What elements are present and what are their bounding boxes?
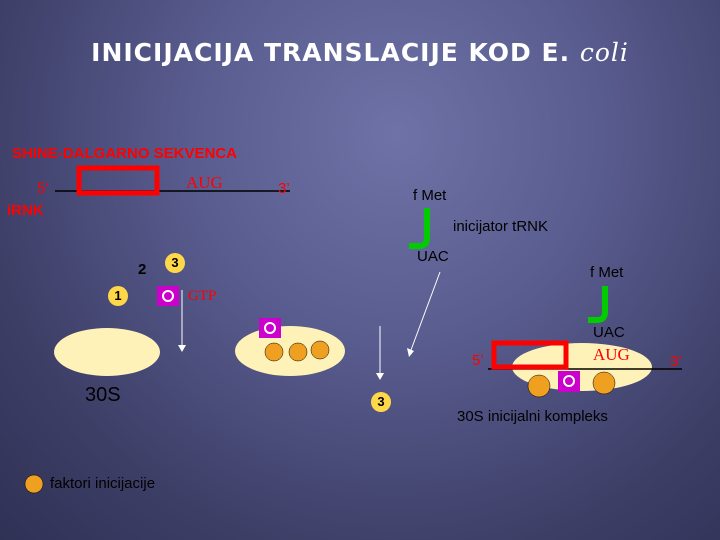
step-three-marker-bottom: 3	[371, 392, 391, 412]
trna-anticodon: UAC	[417, 248, 449, 265]
gtp-square	[157, 286, 179, 306]
trna-label: inicijator tRNK	[453, 218, 549, 235]
gtp-circle	[162, 290, 174, 302]
complex-five-prime: 5’	[472, 352, 484, 369]
arrow-head-3	[407, 348, 414, 357]
step-one-marker: 1	[108, 286, 128, 306]
shine-dalgarno-label: SHINE-DALGARNO SEKVENCA	[12, 145, 238, 162]
arrow-line-3	[410, 271, 441, 351]
complex-label: 30S inicijalni kompleks	[457, 408, 608, 425]
trna-stem	[409, 208, 430, 249]
mrna-three-prime: 3’	[278, 180, 290, 197]
subunit-label: 30S	[85, 384, 121, 406]
gtp-label: GTP	[188, 288, 217, 304]
shine-dalgarno-box	[76, 165, 160, 196]
factor-dot-c	[310, 340, 330, 360]
legend-label: faktori inicijacije	[50, 475, 156, 492]
complex-factor-dot-a	[527, 374, 551, 398]
mrna-label: iRNK	[7, 202, 44, 219]
mrna-five-prime: 5’	[37, 180, 49, 197]
middle-gtp-square	[259, 318, 281, 338]
complex-gtp-circle	[563, 375, 575, 387]
factor-dot-b	[288, 342, 308, 362]
complex-amino-acid: f Met	[590, 264, 624, 281]
complex-three-prime: 3’	[670, 353, 682, 370]
mrna-start-codon: AUG	[186, 173, 223, 192]
step-two-marker: 2	[138, 261, 147, 278]
title-species: coli	[579, 38, 629, 67]
trna-amino-acid: f Met	[413, 187, 447, 204]
middle-gtp-circle	[264, 322, 276, 334]
title-main: INICIJACIJA TRANSLACIJE KOD E.	[91, 38, 571, 67]
complex-sd-box	[491, 340, 569, 370]
arrow-head-1	[178, 345, 186, 352]
factor-dot-a	[264, 342, 284, 362]
page-title: INICIJACIJA TRANSLACIJE KOD E. coli	[0, 38, 720, 67]
complex-trna-stem	[588, 286, 608, 323]
subunit-30s-oval	[54, 328, 160, 376]
arrow-head-2	[376, 373, 384, 380]
step-three-marker: 3	[165, 253, 185, 273]
complex-gtp-square	[558, 371, 580, 392]
complex-anticodon: UAC	[593, 324, 625, 341]
complex-factor-dot-b	[592, 371, 616, 395]
complex-codon: AUG	[593, 345, 630, 364]
legend-dot	[24, 474, 44, 494]
